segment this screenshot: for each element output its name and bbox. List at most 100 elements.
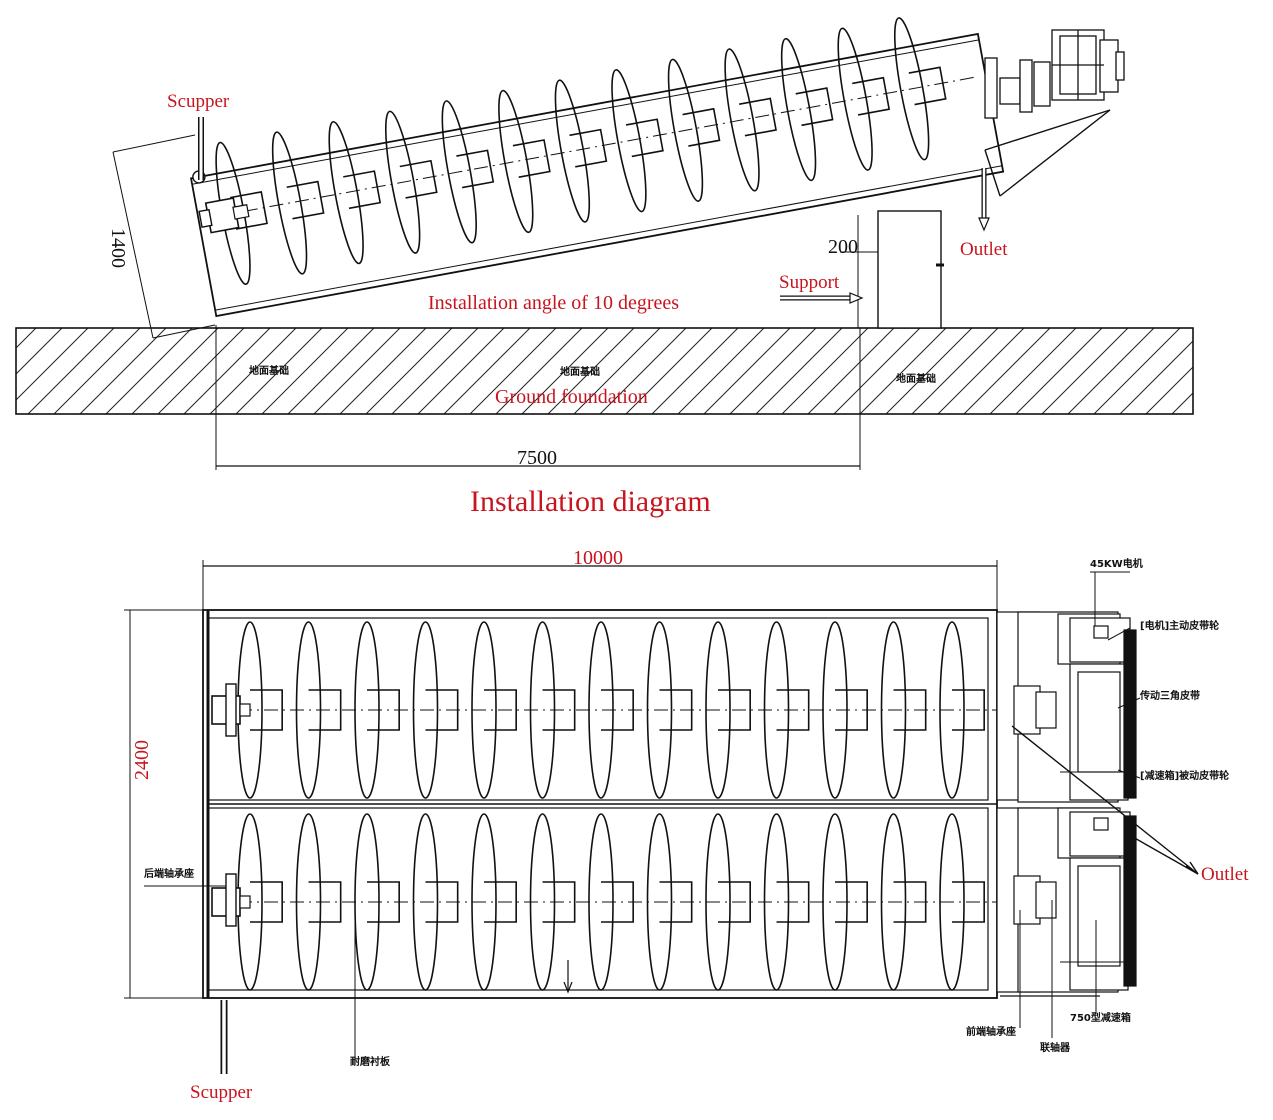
screw-flight [611,69,647,213]
shaft-segment [908,66,947,106]
dimension-1400 [112,151,154,339]
ground-foundation-slab [15,327,1194,415]
shaft-segment [739,97,777,137]
screw-flight [939,813,965,991]
screw-flight [763,813,790,991]
top-view-drawing [124,560,1199,1074]
shaft-segment [230,190,268,230]
shaft-segment [456,149,495,189]
ground-cn-label-left: 地面基础 [249,366,289,377]
screw-flight [880,621,907,799]
scupper-label-top: Scupper [190,1082,253,1103]
shaft-segment [399,159,438,199]
screw-flight [412,813,439,991]
shaft-segment [659,881,693,923]
drive-assembly [984,29,1125,119]
front-bearing-label: 前端轴承座 [966,1027,1016,1038]
shaft-segment [250,881,283,923]
screw-flight [588,813,614,991]
shaft-segment [308,881,342,923]
shaft-segment [718,689,751,731]
screw-flight [705,621,731,799]
shaft-segment [484,689,517,731]
outlet-label-side: Outlet [960,239,1008,260]
motor-label: 45KW电机 [1090,559,1143,570]
outlet-label-top: Outlet [1201,864,1249,885]
screw-flight [441,100,477,244]
shaft-segment [542,881,576,923]
shaft-segment [659,689,693,731]
reducer-label: 750型减速箱 [1070,1013,1131,1024]
screw-flight [667,58,704,202]
screw-flight [822,813,848,991]
screw-upper [211,621,1000,799]
screw-flight [554,79,591,223]
shaft-segment [852,76,891,116]
screw-flight [724,48,760,192]
screw-flight [763,621,790,799]
dimension-10000-label: 10000 [573,547,623,569]
support-label: Support [779,272,840,293]
shaft-segment [625,118,664,158]
driven-pulley-label: [减速箱]被动皮带轮 [1140,771,1230,782]
shaft-segment [893,689,927,731]
dimension-7500-label: 7500 [517,447,557,469]
shaft-segment [250,689,283,731]
shaft-segment [512,139,551,178]
screw-flight [295,621,322,799]
drive-units [996,611,1137,997]
shaft-segment [367,881,400,923]
screw-flight [498,89,534,234]
screw-flight [939,621,965,799]
shaft-segment [601,689,634,731]
screw-flight [471,621,497,799]
shaft-segment [776,881,810,923]
shaft-segment [308,689,342,731]
screw-flight [822,621,848,799]
drive-pulley-label: [电机]主动皮带轮 [1140,621,1220,632]
support-column [877,210,942,329]
screw-flight [588,621,614,799]
screw-flight [880,813,907,991]
shaft-segment [343,170,382,210]
shaft-segment [718,881,751,923]
shaft-segment [835,881,868,923]
shaft-segment [795,87,834,127]
shaft-segment [542,689,576,731]
callout-leaders [144,571,1199,1064]
ground-foundation-label: Ground foundation [495,386,648,408]
screw-flight [529,813,556,991]
diagram-title: Installation diagram [470,485,711,518]
side-view-drawing [15,17,1194,470]
shaft-segment [569,128,608,168]
screw-flight [780,37,817,182]
shaft-segment [952,689,985,731]
screw-flight [646,813,673,991]
shaft-segment [425,689,459,731]
rear-bearing-label: 后端轴承座 [144,869,194,880]
screw-flight [354,621,380,799]
screw-flight [837,27,873,171]
shaft-segment [484,881,517,923]
screw-flight [384,110,421,254]
liner-label: 耐磨衬板 [350,1057,390,1068]
screw-lower [211,813,1000,991]
screw-flight [705,813,731,991]
shaft-segment [835,689,868,731]
shaft-segment [367,689,400,731]
coupling-label: 联轴器 [1040,1043,1070,1054]
dimension-1400-label: 1400 [107,228,129,268]
shaft-segment [952,881,985,923]
screw-flight [893,17,930,161]
screw-flight [646,621,673,799]
shaft-segment [425,881,459,923]
screw-flight [328,120,364,265]
shaft-segment [601,881,634,923]
dimension-200-label: 200 [828,236,858,258]
v-belt-label: 传动三角皮带 [1140,691,1200,702]
installation-angle-note: Installation angle of 10 degrees [428,292,680,314]
screw-flight [412,621,439,799]
screw-flight [529,621,556,799]
